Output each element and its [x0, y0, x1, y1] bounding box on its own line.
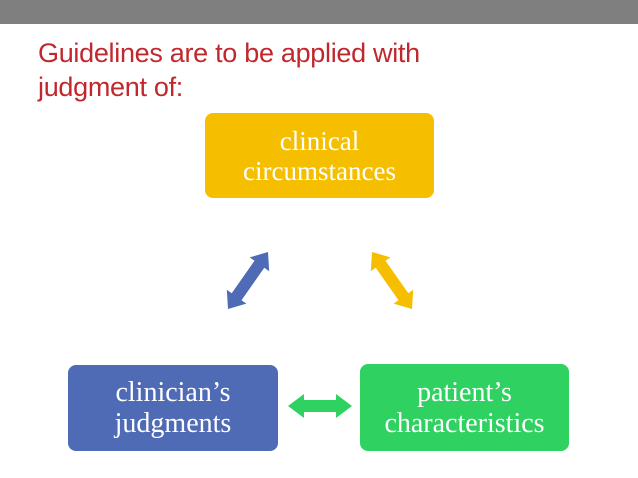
- node-clinical-circumstances: clinical circumstances: [205, 113, 434, 198]
- double-arrow-bottom-icon: [288, 394, 352, 418]
- node-label: clinical circumstances: [243, 125, 396, 186]
- node-label: patient’s characteristics: [384, 376, 545, 439]
- double-arrow-left-icon: [226, 252, 270, 309]
- node-label: clinician’s judgments: [114, 377, 232, 439]
- slide-title: Guidelines are to be applied with judgme…: [38, 38, 420, 102]
- top-bar: [0, 0, 638, 24]
- node-clinicians-judgments: clinician’s judgments: [68, 365, 278, 451]
- double-arrow-right-icon: [370, 252, 414, 309]
- node-patients-characteristics: patient’s characteristics: [360, 364, 569, 451]
